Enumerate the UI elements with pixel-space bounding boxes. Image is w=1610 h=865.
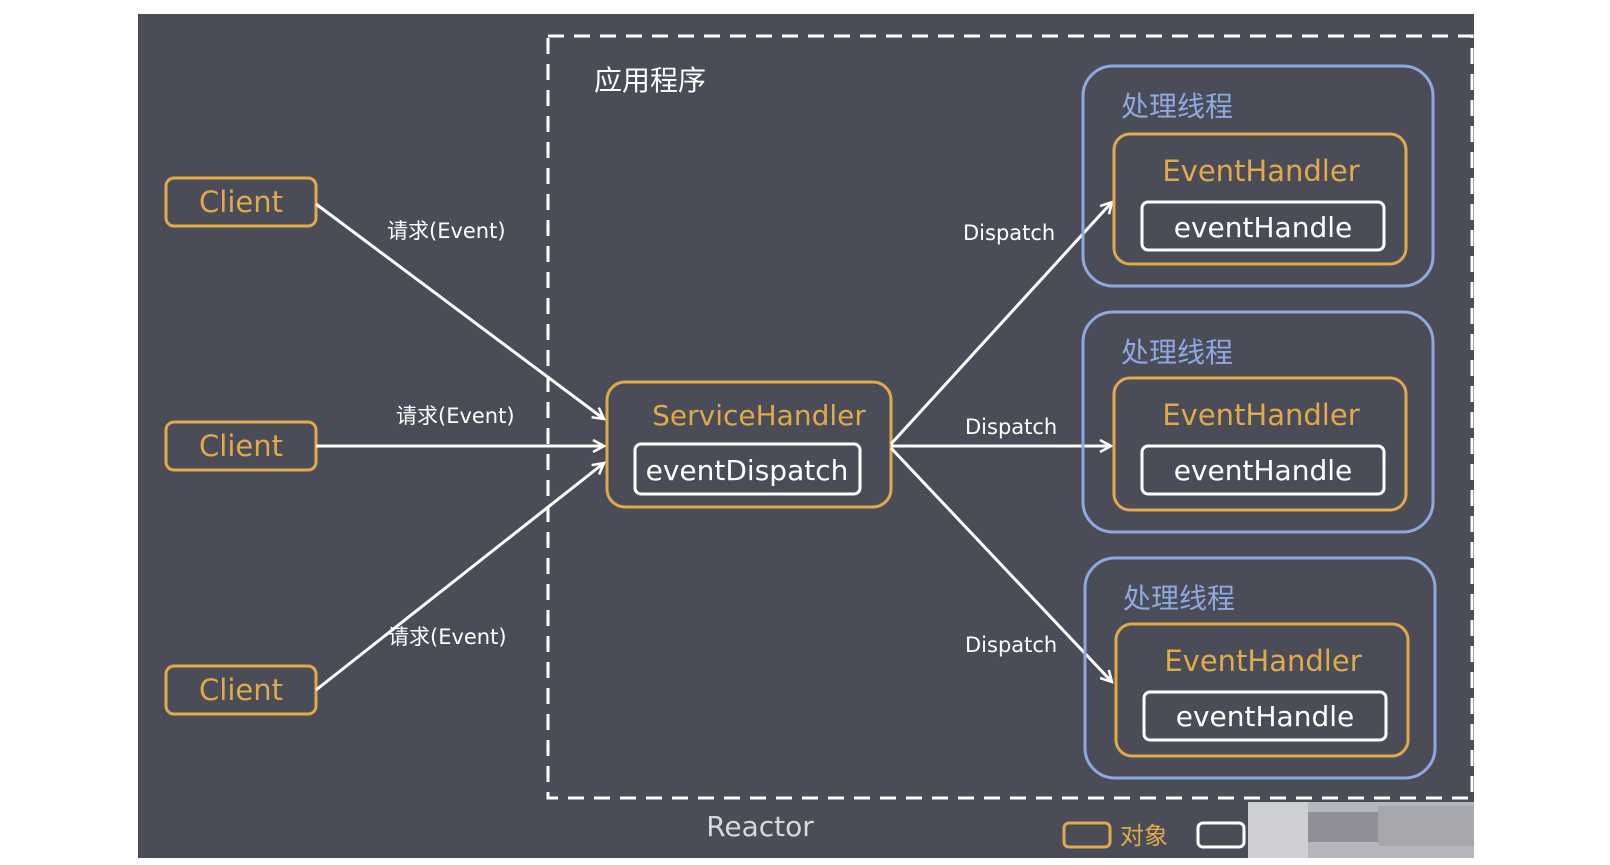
event-handler-method: eventHandle <box>1174 211 1353 244</box>
dispatch-label: Dispatch <box>963 221 1055 245</box>
application-boundary <box>546 34 1474 800</box>
request-label: 请求(Event) <box>396 404 515 428</box>
watermark-blur <box>1248 802 1474 858</box>
request-label: 请求(Event) <box>387 219 506 243</box>
thread-label: 处理线程 <box>1121 90 1233 123</box>
reactor-diagram: 应用程序 Reactor Client Client Client 请求(Eve… <box>164 34 1474 858</box>
reactor-label: Reactor <box>706 810 814 843</box>
event-handler-title: EventHandler <box>1164 644 1361 678</box>
processing-thread: 处理线程 EventHandler eventHandle <box>1081 64 1435 288</box>
thread-label: 处理线程 <box>1123 582 1235 615</box>
request-arrow <box>315 202 604 419</box>
dispatch-arrow <box>889 446 1112 682</box>
legend-object-swatch <box>1062 821 1112 849</box>
client-box: Client <box>164 664 318 716</box>
legend-object-label: 对象 <box>1120 822 1168 850</box>
event-handler-title: EventHandler <box>1162 154 1359 188</box>
request-arrow <box>315 463 604 692</box>
client-box: Client <box>164 420 318 472</box>
event-handler-method: eventHandle <box>1174 454 1353 487</box>
client-label: Client <box>199 429 283 463</box>
dispatch-label: Dispatch <box>965 415 1057 439</box>
application-label: 应用程序 <box>594 64 706 97</box>
service-handler: ServiceHandler eventDispatch <box>605 380 893 509</box>
client-label: Client <box>199 185 283 219</box>
diagram-canvas: 应用程序 Reactor Client Client Client 请求(Eve… <box>138 14 1474 858</box>
event-handler-title: EventHandler <box>1162 398 1359 432</box>
thread-label: 处理线程 <box>1121 336 1233 369</box>
service-handler-method: eventDispatch <box>646 454 849 487</box>
request-label: 请求(Event) <box>388 625 507 649</box>
legend: 对象 <box>1062 821 1246 850</box>
client-box: Client <box>164 176 318 228</box>
service-handler-title: ServiceHandler <box>652 399 866 432</box>
processing-thread: 处理线程 EventHandler eventHandle <box>1083 556 1437 780</box>
processing-thread: 处理线程 EventHandler eventHandle <box>1081 310 1435 534</box>
dispatch-arrow <box>889 202 1112 446</box>
event-handler-method: eventHandle <box>1176 700 1355 733</box>
legend-method-swatch <box>1196 821 1246 849</box>
dispatch-label: Dispatch <box>965 633 1057 657</box>
client-label: Client <box>199 673 283 707</box>
